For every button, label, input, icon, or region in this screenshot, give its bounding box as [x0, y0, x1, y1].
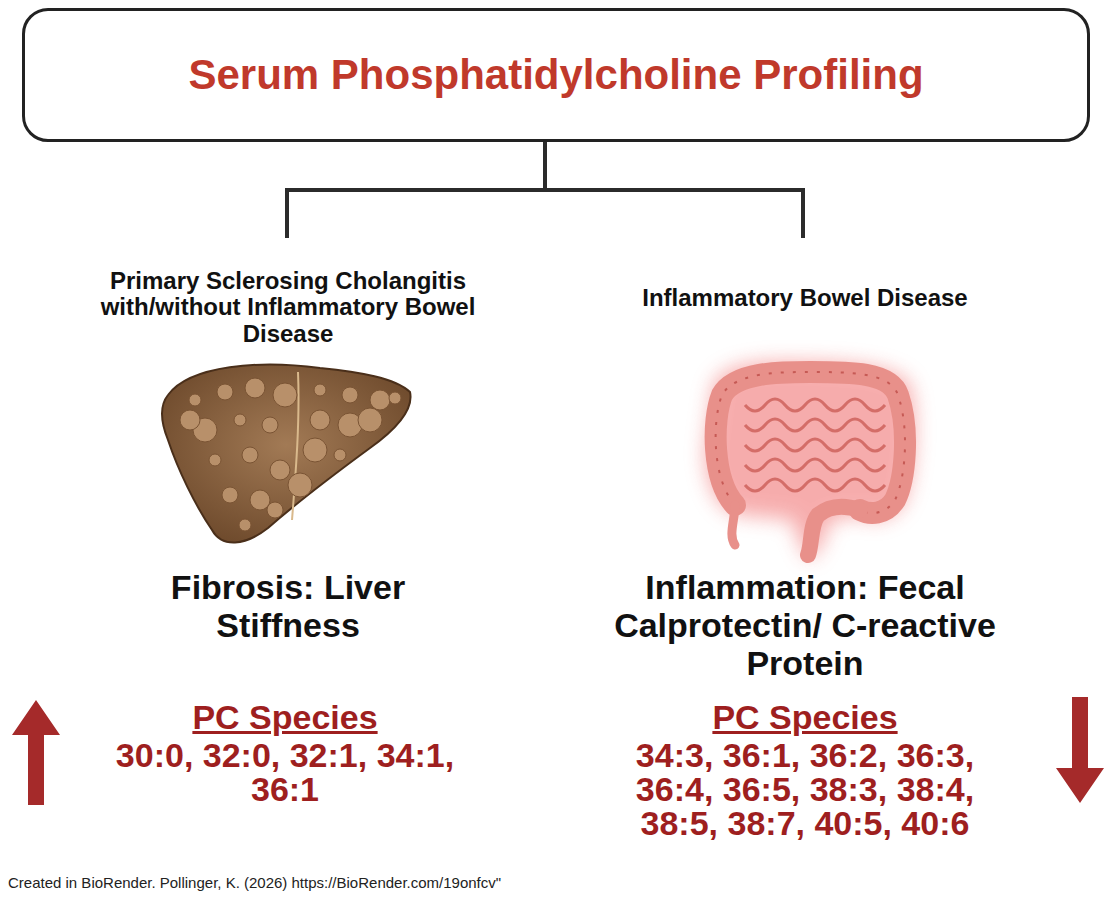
list-heading: PC Species: [135, 700, 435, 734]
bracket: [285, 142, 805, 238]
up-arrow: [12, 700, 60, 805]
list-heading: PC Species: [655, 700, 955, 734]
title-text: Serum Phosphatidylcholine Profiling: [188, 51, 923, 99]
species-list: 34:3, 36:1, 36:2, 36:3, 36:4, 36:5, 38:3…: [615, 738, 995, 840]
group-heading: Primary Sclerosing Cholangitis with/with…: [68, 268, 508, 347]
group-heading: Inflammatory Bowel Disease: [585, 285, 1025, 311]
title-box: Serum Phosphatidylcholine Profiling: [22, 8, 1090, 142]
species-list: 30:0, 32:0, 32:1, 34:1, 36:1: [95, 738, 475, 806]
measure-heading: Fibrosis: Liver Stiffness: [163, 568, 413, 644]
intestine-illustration: [705, 362, 915, 560]
measure-heading: Inflammation: Fecal Calprotectin/ C-reac…: [605, 568, 1005, 682]
liver-illustration: [162, 365, 411, 543]
credit-note: Created in BioRender. Pollinger, K. (202…: [8, 875, 908, 892]
down-arrow: [1056, 697, 1104, 803]
